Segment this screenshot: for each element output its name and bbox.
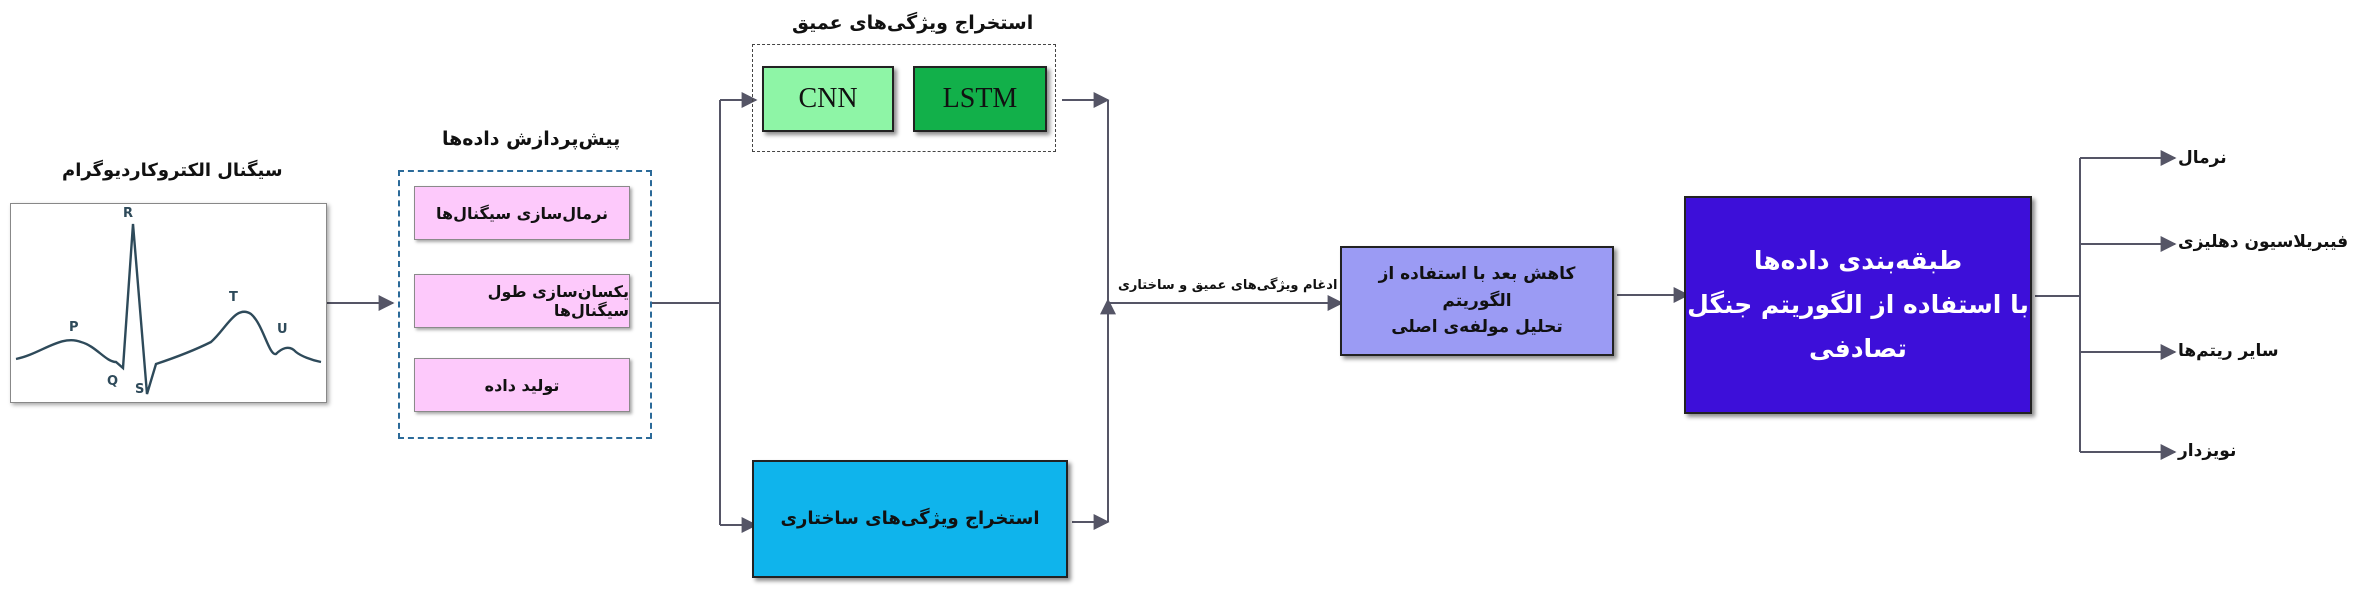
merge-label: ادغام ویژگی‌های عمیق و ساختاری [1118, 278, 1338, 293]
preprocessing-title: پیش‌پردازش داده‌ها [442, 128, 621, 150]
output-atrial-fibrillation: فیبریلاسیون دهلیزی [2178, 232, 2349, 252]
classification-block: طبقه‌بندی داده‌ها با استفاده از الگوریتم… [1684, 196, 2032, 414]
output-other-rhythms: سایر ریتم‌ها [2178, 341, 2279, 361]
deep-features-title: استخراج ویژگی‌های عمیق [792, 12, 1034, 34]
ecg-u-label: U [277, 322, 288, 337]
ecg-title: سیگنال الکتروکاردیوگرام [62, 160, 283, 181]
classification-line-1: طبقه‌بندی داده‌ها [1753, 246, 1963, 276]
pca-block: کاهش بعد با استفاده از الگوریتم تحلیل مو… [1340, 246, 1614, 356]
output-normal: نرمال [2178, 148, 2227, 168]
ecg-r-label: R [123, 206, 134, 221]
preprocessing-step-equalize-length: یکسان‌سازی طول سیگنال‌ها [414, 274, 630, 328]
classification-line-3: تصادفی [1809, 333, 1907, 363]
ecg-t-label: T [229, 290, 238, 305]
ecg-panel: P R Q S T U [10, 203, 327, 403]
output-noisy: نویزدار [2178, 441, 2237, 461]
lstm-block: LSTM [913, 66, 1047, 132]
ecg-s-label: S [135, 382, 145, 397]
deep-features-group [752, 44, 1056, 152]
ecg-p-label: P [69, 320, 79, 335]
preprocessing-step-normalize: نرمال‌سازی سیگنال‌ها [414, 186, 630, 240]
preprocessing-group [398, 170, 652, 439]
classification-line-2: با استفاده از الگوریتم جنگل [1687, 290, 2029, 320]
pca-line-1: کاهش بعد با استفاده از الگوریتم [1378, 264, 1576, 311]
preprocessing-step-data-generation: تولید داده [414, 358, 630, 412]
structural-features-block: استخراج ویژگی‌های ساختاری [752, 460, 1068, 578]
pca-line-2: تحلیل مولفه‌ی اصلی [1391, 317, 1563, 338]
ecg-q-label: Q [107, 374, 119, 389]
ecg-waveform [15, 223, 322, 395]
cnn-block: CNN [762, 66, 894, 132]
